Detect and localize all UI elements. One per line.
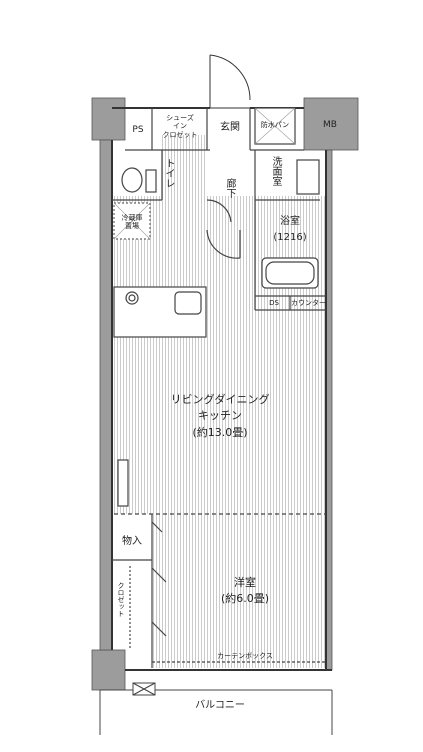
- label-ldk-size: (約13.0畳): [192, 426, 248, 439]
- entrance-door: [209, 54, 251, 109]
- label-bath-size: (1216): [273, 232, 307, 243]
- label-storage: 物入: [122, 536, 142, 547]
- label-counter: カウンター: [291, 299, 326, 307]
- label-ps: PS: [132, 125, 144, 135]
- label-ldk-kitchen: キッチン: [198, 409, 242, 422]
- label-curtain-box: カーテンボックス: [217, 652, 273, 660]
- column-top-right: [303, 97, 359, 151]
- label-ldk: リビングダイニング: [170, 393, 270, 406]
- label-washer-pan: 防水パン: [260, 121, 290, 129]
- interior-walls: [112, 107, 326, 668]
- label-washroom: 洗面室: [270, 156, 281, 186]
- label-balcony: バルコニー: [195, 700, 245, 711]
- label-western-room: 洋室: [234, 576, 256, 589]
- wall-left: [99, 139, 113, 651]
- structural-columns: [91, 97, 359, 691]
- label-mb: MB: [323, 120, 337, 130]
- label-toilet: トイレ: [163, 158, 174, 188]
- column-top-left: [91, 97, 126, 141]
- label-bathroom: 浴室: [280, 216, 300, 227]
- label-shoe-closet: シューズ イン クロゼット: [162, 114, 198, 139]
- outer-walls: [111, 107, 332, 671]
- western-room-floor: [152, 514, 326, 668]
- label-ds: DS: [269, 299, 279, 307]
- label-closet: クロゼット: [117, 582, 125, 617]
- label-hallway: 廊下: [224, 178, 235, 198]
- column-bottom-left: [91, 649, 126, 691]
- label-fridge-space: 冷蔵庫 置場: [121, 214, 143, 231]
- balcony-outline: [99, 682, 333, 735]
- ldk-floor: [114, 196, 326, 514]
- label-entrance: 玄関: [220, 122, 240, 133]
- label-western-size: (約6.0畳): [220, 592, 270, 605]
